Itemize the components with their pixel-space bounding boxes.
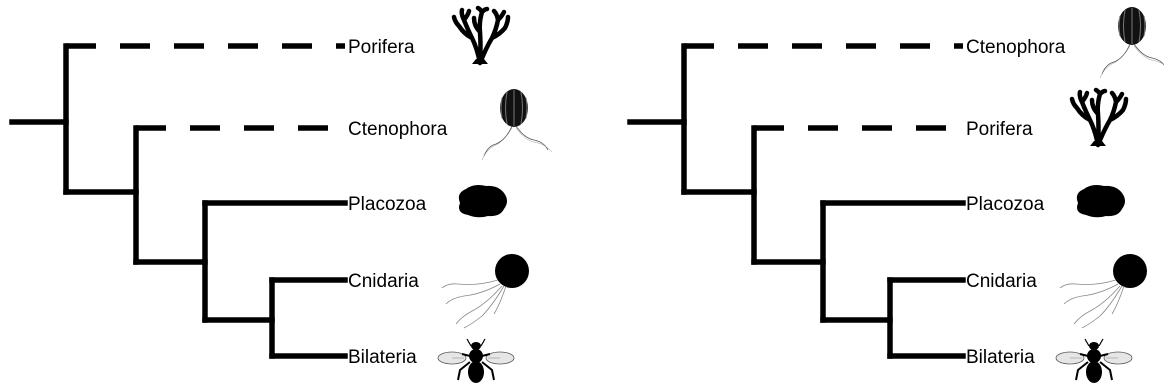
taxon-label-bilateria: Bilateria: [348, 347, 417, 368]
tree-hypothesis-sponge-first: PoriferaCtenophoraPlacozoaCnidariaBilate…: [12, 8, 552, 383]
comb-jelly-icon: [482, 89, 552, 160]
taxon-label-bilateria: Bilateria: [966, 347, 1035, 368]
taxon-label-ctenophora: Ctenophora: [348, 119, 448, 140]
sponge-icon: [454, 8, 508, 64]
taxon-label-ctenophora: Ctenophora: [966, 37, 1066, 58]
jellyfish-icon: [1060, 254, 1147, 328]
bee-icon: [438, 339, 514, 383]
taxon-label-cnidaria: Cnidaria: [966, 271, 1037, 292]
bee-icon: [1056, 339, 1132, 383]
jellyfish-icon: [442, 254, 529, 328]
placozoan-icon: [1077, 185, 1125, 217]
taxon-label-placozoa: Placozoa: [348, 194, 427, 215]
placozoan-icon: [459, 185, 507, 217]
taxon-label-cnidaria: Cnidaria: [348, 271, 419, 292]
taxon-label-porifera: Porifera: [348, 37, 415, 58]
tree-hypothesis-ctenophore-first: CtenophoraPoriferaPlacozoaCnidariaBilate…: [630, 7, 1164, 383]
taxon-label-porifera: Porifera: [966, 119, 1033, 140]
taxon-label-placozoa: Placozoa: [966, 194, 1045, 215]
comb-jelly-icon: [1100, 7, 1164, 78]
sponge-icon: [1072, 90, 1126, 146]
